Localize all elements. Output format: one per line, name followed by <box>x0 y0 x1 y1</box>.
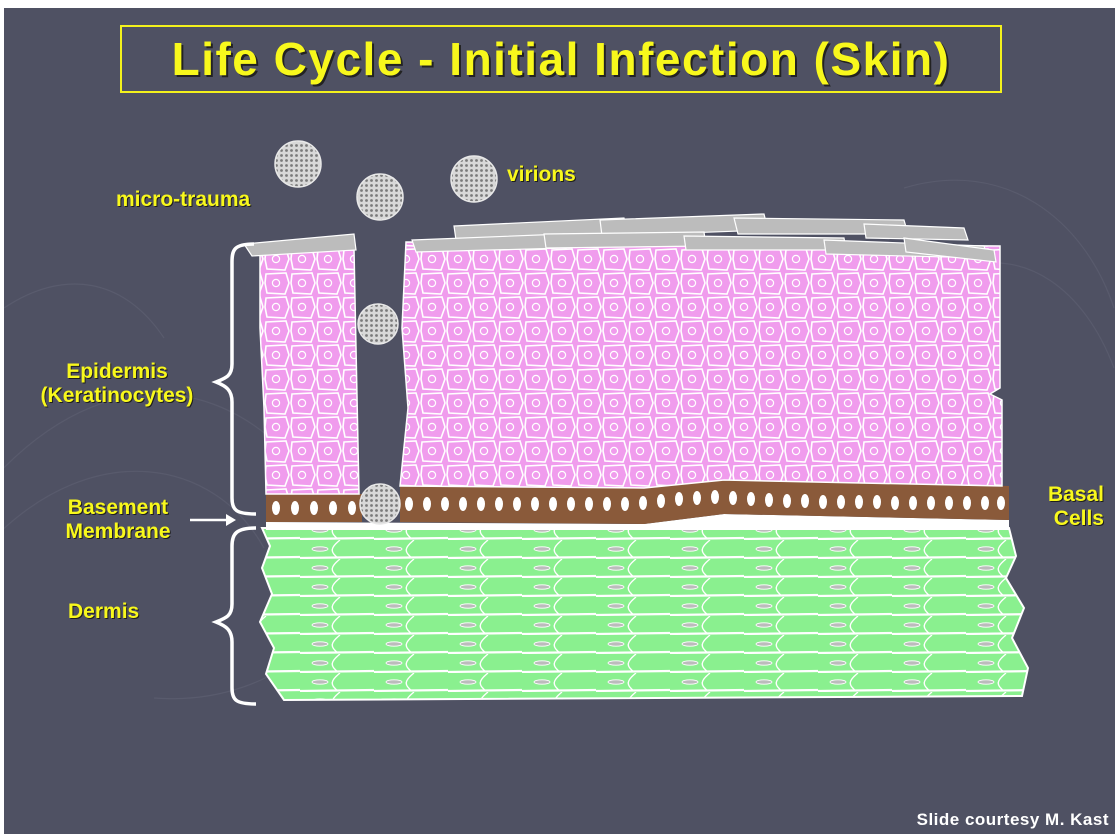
virion-5 <box>360 484 400 524</box>
label-basement-line2: Membrane <box>48 520 188 544</box>
dermis-layer <box>260 528 1028 700</box>
label-basal-line2: Cells <box>1024 507 1104 531</box>
slide-credit: Slide courtesy M. Kast <box>917 810 1109 830</box>
virion-3 <box>451 156 497 202</box>
label-dermis: Dermis <box>68 600 139 624</box>
epidermis-bracket <box>216 244 256 514</box>
dermis-bracket <box>216 528 256 704</box>
label-micro-trauma: micro-trauma <box>116 188 250 212</box>
basement-arrow <box>190 514 236 526</box>
label-epidermis: Epidermis (Keratinocytes) <box>14 360 220 408</box>
virion-1 <box>275 141 321 187</box>
label-basement-line1: Basement <box>48 496 188 520</box>
label-basement-membrane: Basement Membrane <box>48 496 188 544</box>
label-epidermis-line2: (Keratinocytes) <box>14 384 220 408</box>
slide: Life Cycle - Initial Infection (Skin) <box>4 8 1115 834</box>
label-basal-line1: Basal <box>1024 483 1104 507</box>
epidermis-right <box>400 242 1002 488</box>
virion-4 <box>358 304 398 344</box>
skin-diagram <box>4 8 1115 834</box>
label-epidermis-line1: Epidermis <box>14 360 220 384</box>
virion-2 <box>357 174 403 220</box>
label-basal-cells: Basal Cells <box>1024 483 1104 531</box>
label-virions: virions <box>507 163 576 187</box>
epidermis-left <box>260 250 359 494</box>
